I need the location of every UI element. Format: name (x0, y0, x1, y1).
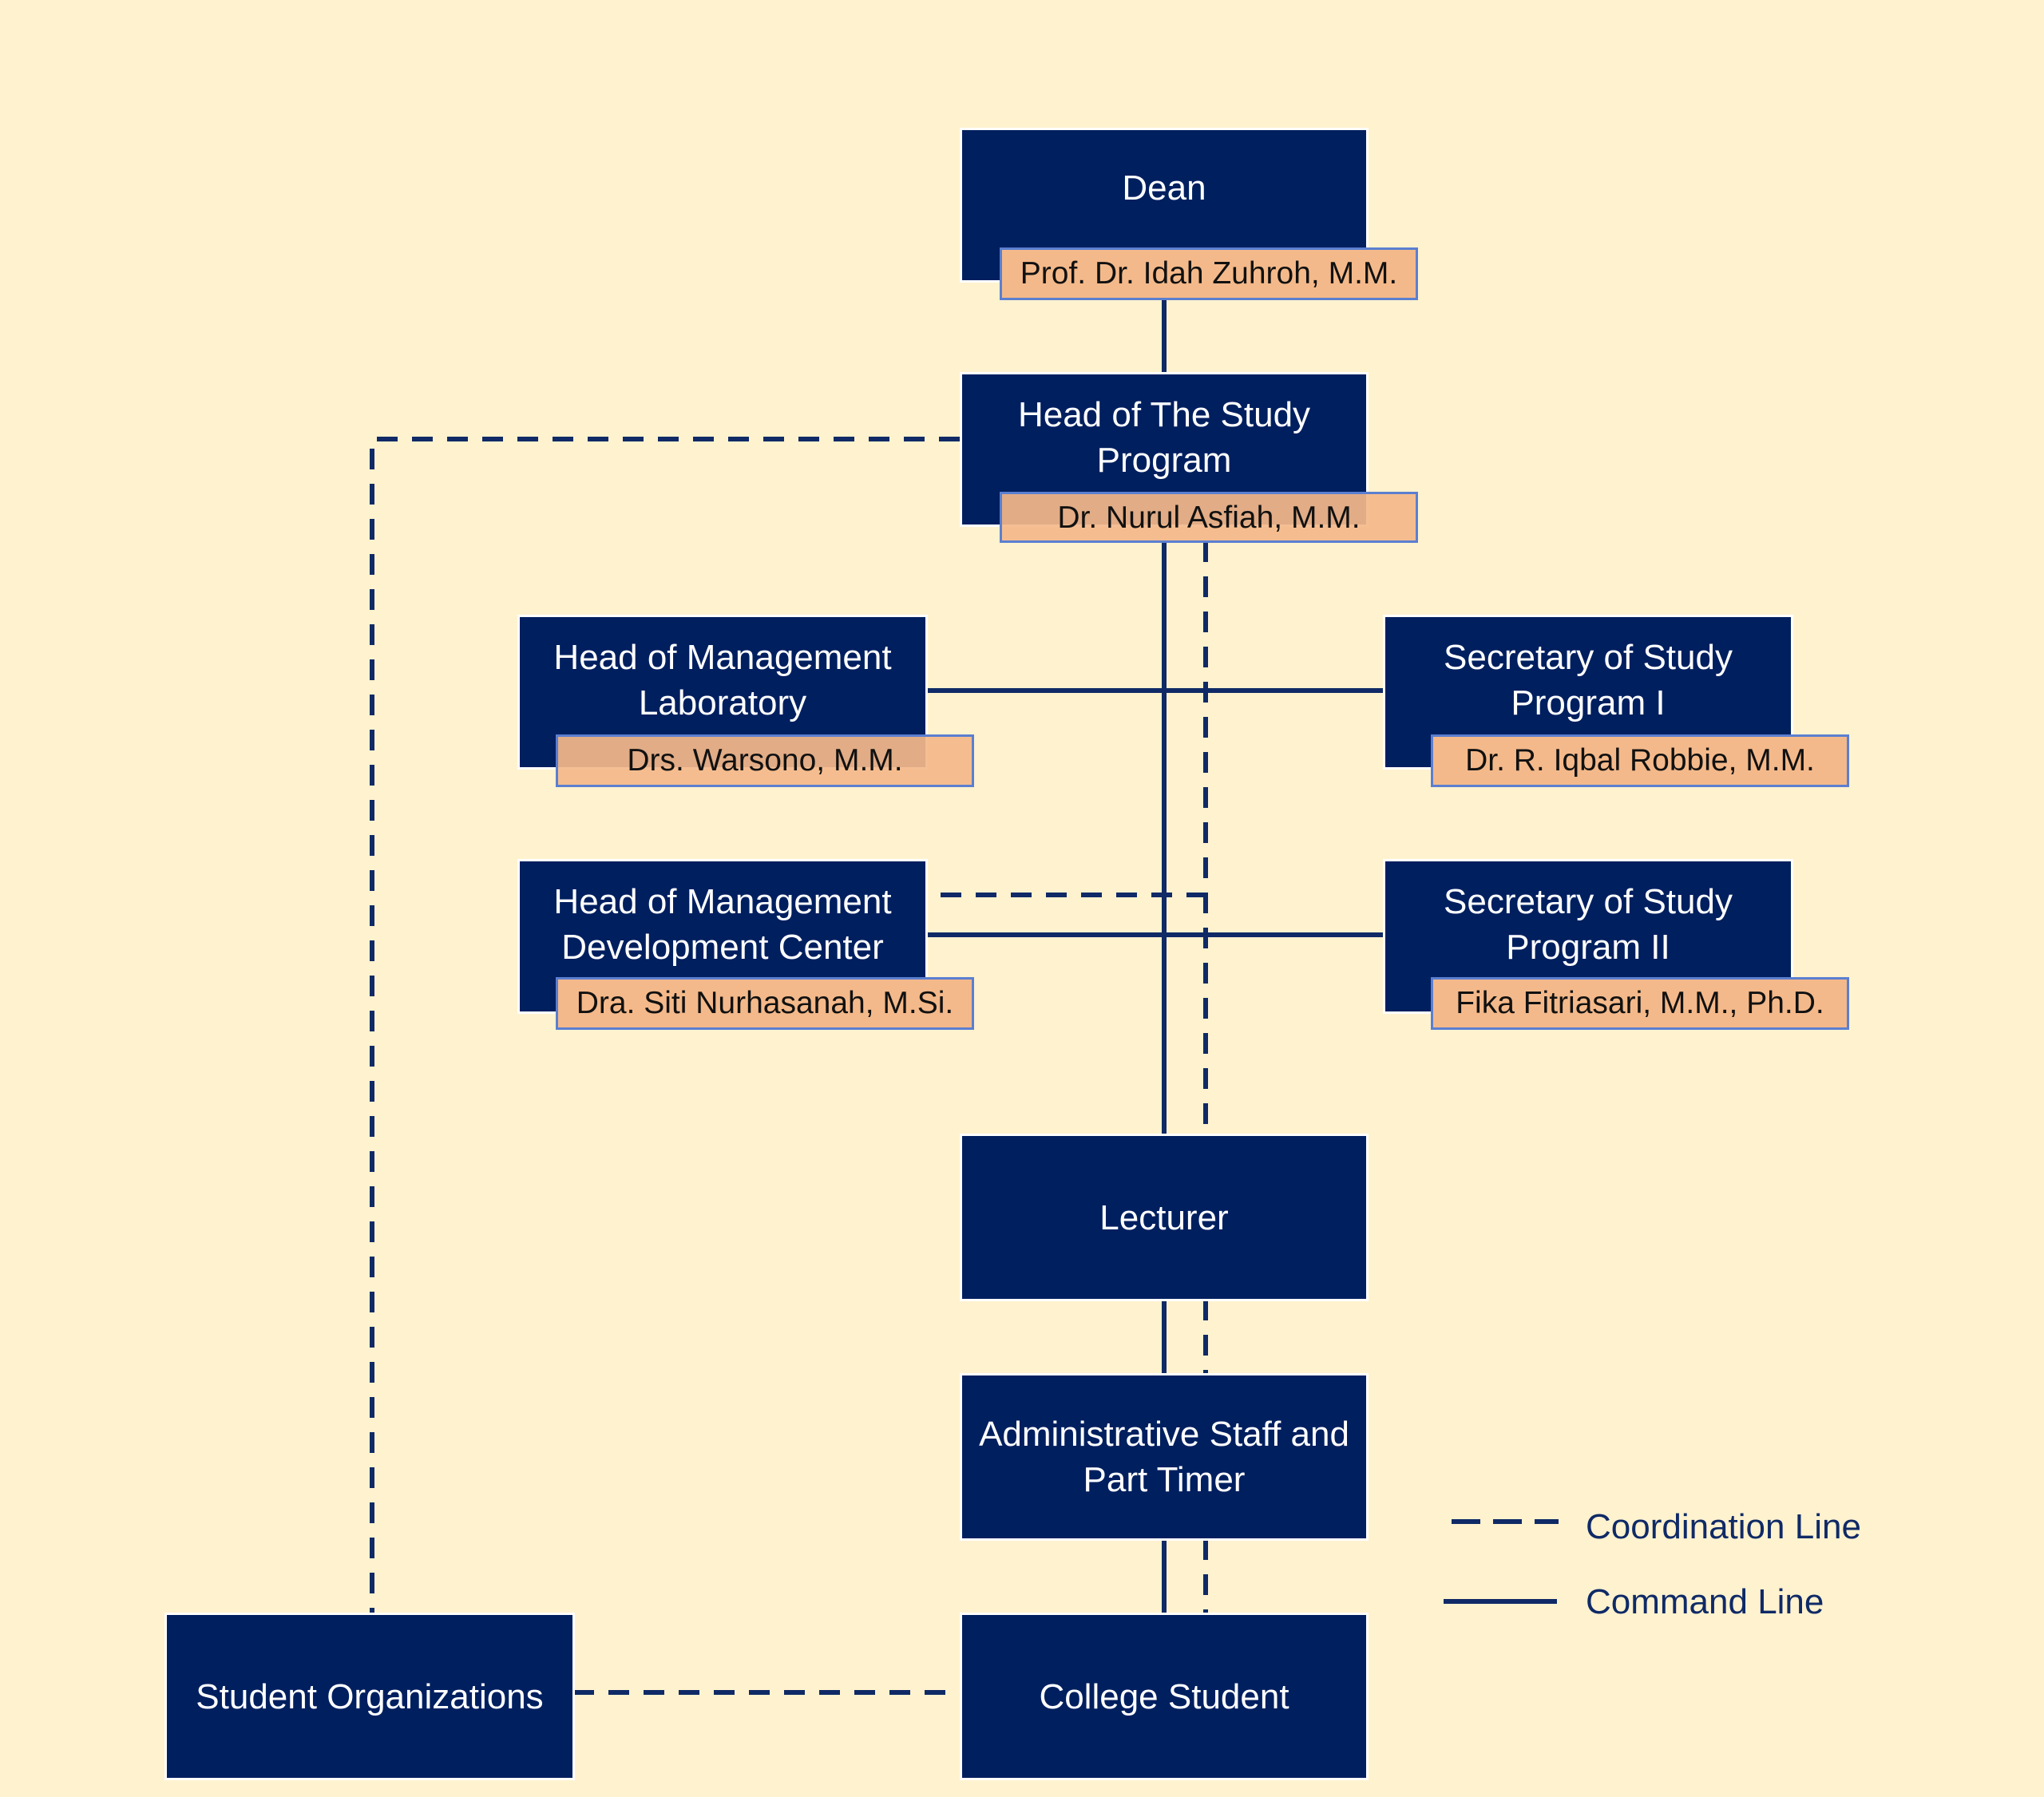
head-of-study-program-name: Dr. Nurul Asfiah, M.M. (1000, 492, 1418, 543)
secretary-program-1-name: Dr. R. Iqbal Robbie, M.M. (1431, 734, 1849, 787)
dean-role: Dean (1122, 168, 1206, 208)
administrative-staff-role: Administrative Staff and Part Timer (979, 1415, 1349, 1499)
lecturer-role: Lecturer (1099, 1197, 1229, 1237)
secretary-program-2-name: Fika Fitriasari, M.M., Ph.D. (1431, 977, 1849, 1030)
coordination-line-head-to-student-org (370, 437, 960, 1614)
head-of-management-development-center-name: Dra. Siti Nurhasanah, M.Si. (556, 977, 974, 1030)
head-of-management-laboratory-role: Head of Management Laboratory (553, 638, 892, 722)
head-of-management-development-center-role: Head of Management Development Center (553, 882, 892, 967)
legend-coordination-label: Coordination Line (1586, 1507, 1861, 1546)
lecturer-box: Lecturer (960, 1134, 1369, 1301)
secretary-program-2-role: Secretary of Study Program II (1444, 882, 1733, 967)
student-organizations-box: Student Organizations (164, 1613, 575, 1780)
college-student-box: College Student (960, 1613, 1369, 1780)
dean-name: Prof. Dr. Idah Zuhroh, M.M. (1000, 247, 1418, 300)
administrative-staff-box: Administrative Staff and Part Timer (960, 1373, 1369, 1541)
legend-command-label: Command Line (1586, 1582, 1824, 1621)
secretary-program-1-role: Secretary of Study Program I (1444, 638, 1733, 722)
head-of-study-program-role: Head of The Study Program (1017, 395, 1311, 480)
student-organizations-role: Student Organizations (196, 1676, 544, 1716)
college-student-role: College Student (1039, 1676, 1289, 1716)
head-of-management-laboratory-name: Drs. Warsono, M.M. (556, 734, 974, 787)
